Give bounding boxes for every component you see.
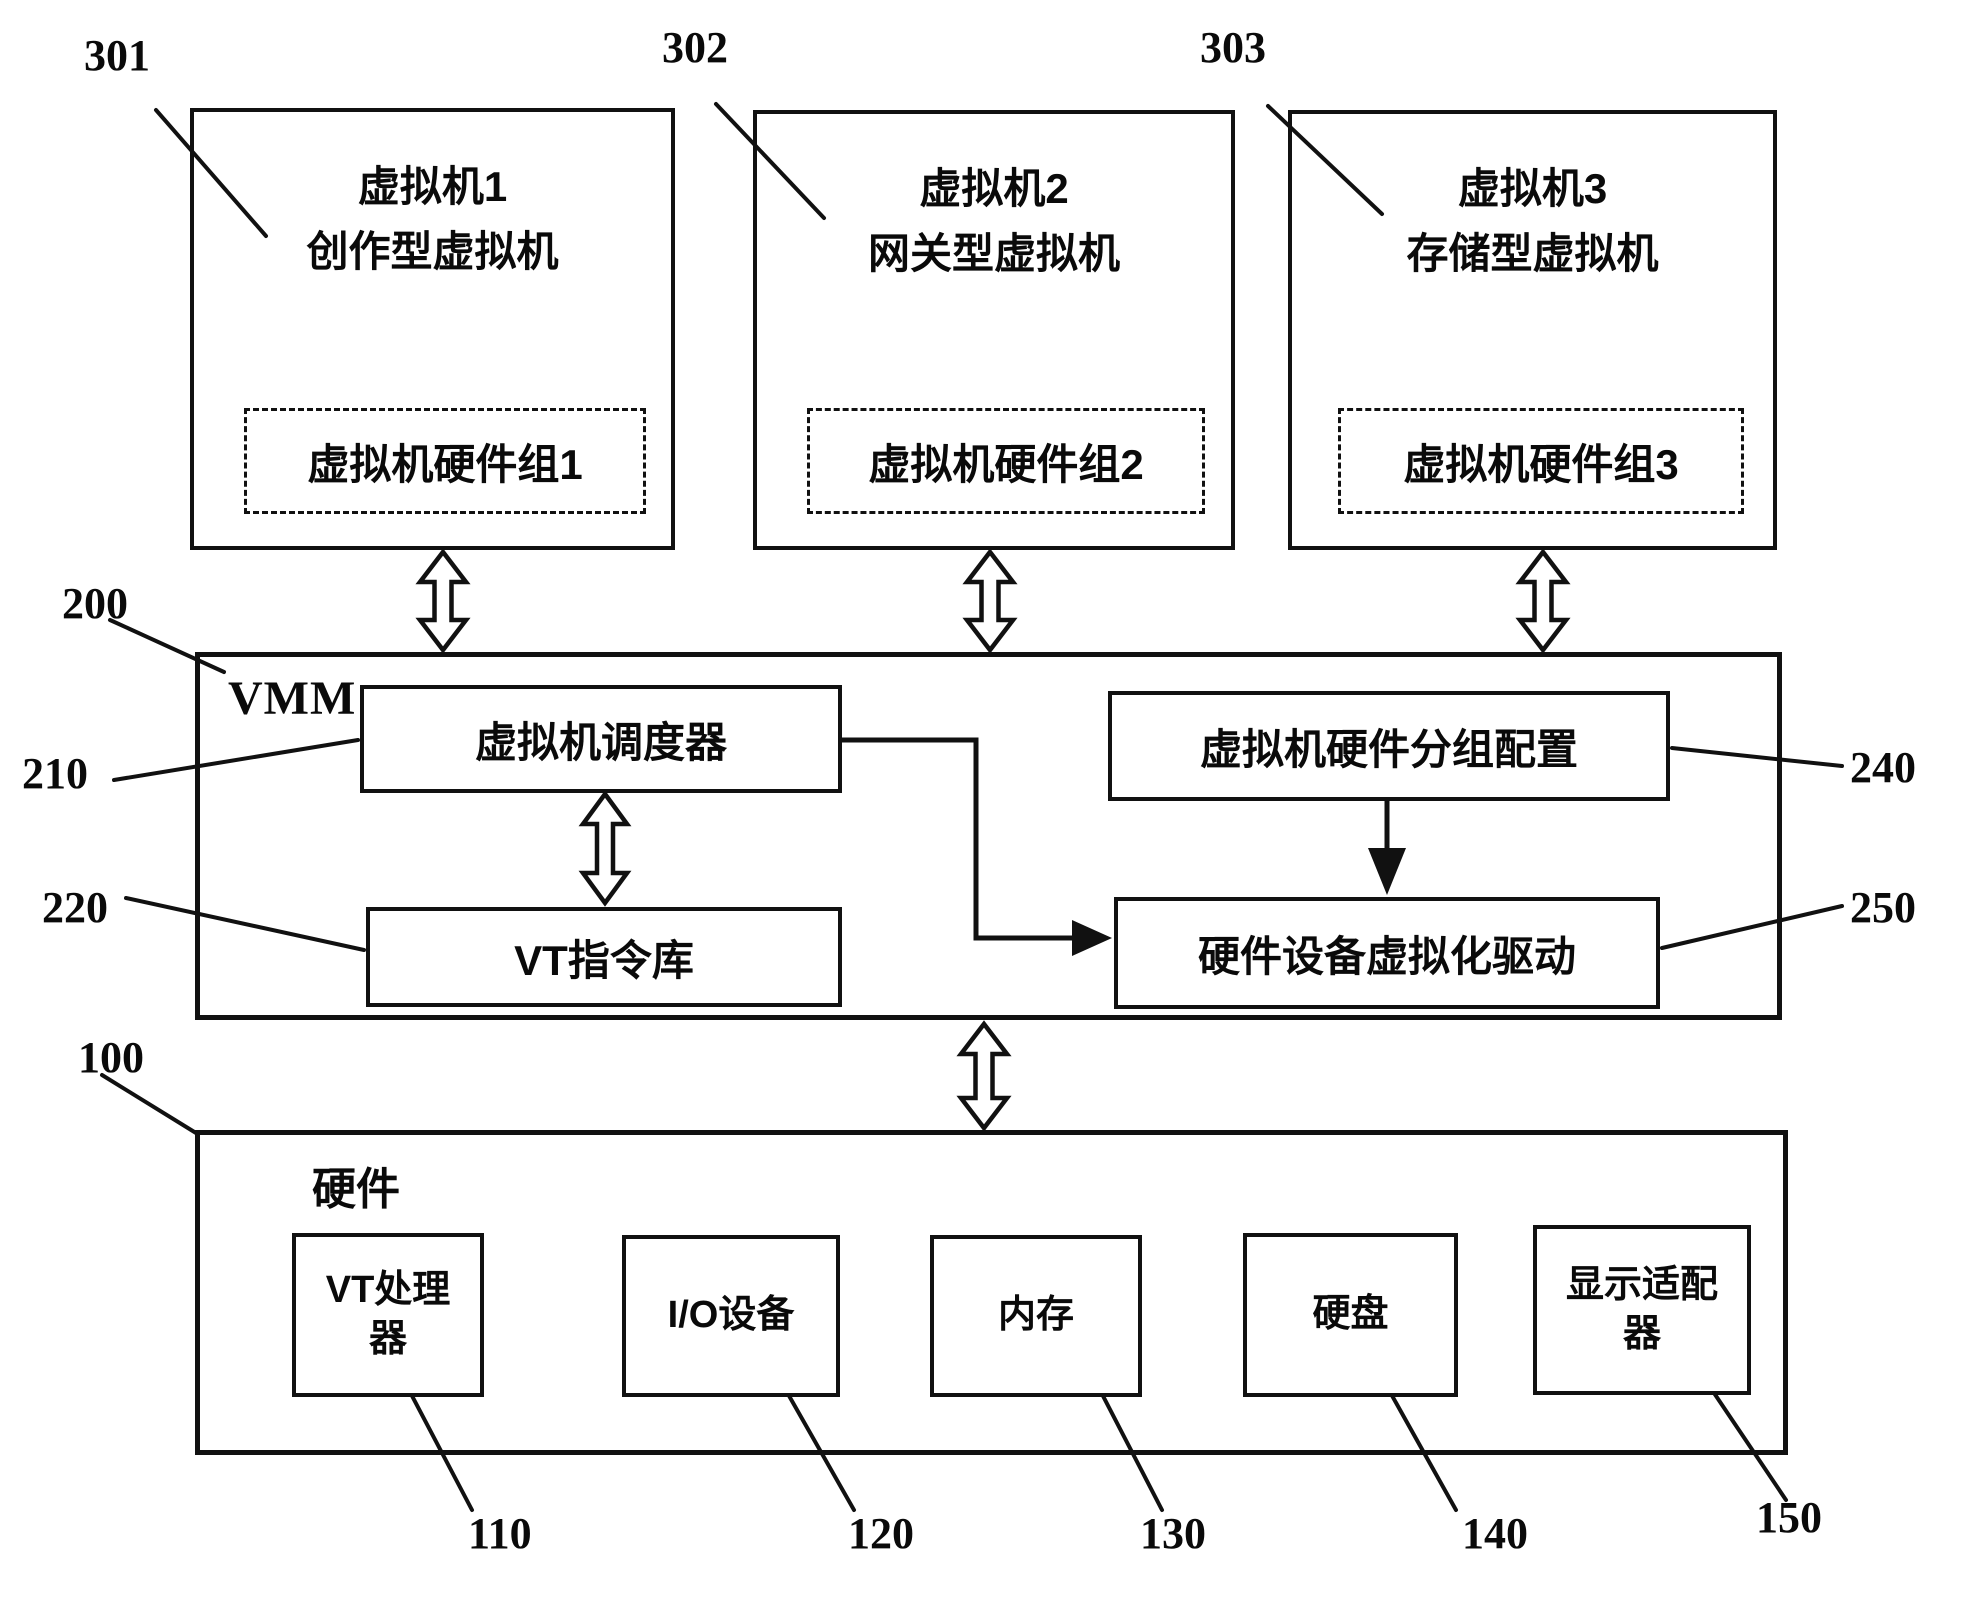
ref-110-label: 110 — [468, 1509, 532, 1558]
vm1-title-line1: 虚拟机1 — [357, 163, 508, 210]
display-adapter-line2: 器 — [1622, 1313, 1661, 1355]
ref-302-leader — [714, 102, 826, 220]
vm3-title: 虚拟机3 存储型虚拟机 — [1292, 156, 1773, 286]
ref-303-label: 303 — [1200, 23, 1266, 72]
ref-303-leader — [1266, 104, 1384, 216]
ref-240-leader — [1670, 746, 1844, 768]
ref-120-label: 120 — [848, 1509, 914, 1558]
vmm-hardware-arrow — [956, 1020, 1012, 1132]
display-adapter-line1: 显示适配 — [1565, 1263, 1718, 1306]
vm2-hardware-group-label: 虚拟机硬件组2 — [868, 440, 1144, 488]
ref-130-label: 130 — [1140, 1509, 1206, 1558]
vm1-hardware-group-label: 虚拟机硬件组1 — [307, 440, 583, 488]
io-device-label: I/O设备 — [667, 1294, 795, 1337]
vm2-title-line1: 虚拟机2 — [919, 165, 1069, 212]
vt-instruction-library-label: VT指令库 — [514, 936, 694, 984]
io-device-box: I/O设备 — [622, 1235, 840, 1397]
ref-200-leader — [108, 618, 226, 674]
vm1-hardware-group-box: 虚拟机硬件组1 — [244, 408, 646, 514]
hw-group-config-box: 虚拟机硬件分组配置 — [1108, 691, 1670, 801]
ref-302-label: 302 — [662, 23, 728, 72]
vmm-label: VMM — [228, 672, 357, 725]
ref-100-leader — [100, 1073, 198, 1135]
memory-label: 内存 — [997, 1294, 1074, 1337]
vm-scheduler-box: 虚拟机调度器 — [360, 685, 842, 793]
vt-processor-line2: 器 — [368, 1318, 407, 1360]
disk-box: 硬盘 — [1243, 1233, 1458, 1397]
vm3-title-line2: 存储型虚拟机 — [1406, 230, 1659, 278]
ref-150-leader — [1710, 1388, 1788, 1502]
ref-140-label: 140 — [1462, 1509, 1528, 1558]
vm3-vmm-arrow — [1515, 548, 1571, 654]
ref-210-leader — [112, 738, 360, 782]
ref-210-label: 210 — [22, 749, 88, 798]
ref-150-label: 150 — [1756, 1493, 1822, 1542]
vm2-vmm-arrow — [962, 548, 1018, 654]
vm1-title-line2: 创作型虚拟机 — [306, 228, 559, 276]
config-driver-arrow — [1368, 800, 1406, 895]
ref-240-label: 240 — [1850, 743, 1916, 792]
ref-250-leader — [1660, 904, 1844, 950]
vm3-title-line1: 虚拟机3 — [1457, 165, 1608, 212]
ref-301-label: 301 — [84, 31, 150, 80]
vt-processor-box: VT处理 器 — [292, 1233, 484, 1397]
vm1-vmm-arrow — [415, 548, 471, 654]
vm1-title: 虚拟机1 创作型虚拟机 — [194, 154, 671, 284]
hw-device-virt-driver-box: 硬件设备虚拟化驱动 — [1114, 897, 1660, 1009]
vm1-box: 虚拟机1 创作型虚拟机 虚拟机硬件组1 — [190, 108, 675, 550]
hardware-box: 硬件 VT处理 器 I/O设备 内存 硬盘 显示适配 器 — [195, 1130, 1788, 1455]
hw-device-virt-driver-label: 硬件设备虚拟化驱动 — [1197, 932, 1576, 980]
vm2-hardware-group-box: 虚拟机硬件组2 — [807, 408, 1205, 514]
ref-220-leader — [124, 896, 366, 952]
ref-100-label: 100 — [78, 1033, 144, 1082]
memory-box: 内存 — [930, 1235, 1142, 1397]
ref-250-label: 250 — [1850, 883, 1916, 932]
vm2-title-line2: 网关型虚拟机 — [867, 230, 1120, 278]
disk-label: 硬盘 — [1312, 1293, 1389, 1336]
ref-220-label: 220 — [42, 883, 108, 932]
vm3-hardware-group-label: 虚拟机硬件组3 — [1403, 440, 1679, 488]
display-adapter-box: 显示适配 器 — [1533, 1225, 1751, 1395]
vm2-box: 虚拟机2 网关型虚拟机 虚拟机硬件组2 — [753, 110, 1235, 550]
vm3-box: 虚拟机3 存储型虚拟机 虚拟机硬件组3 — [1288, 110, 1777, 550]
vm-scheduler-label: 虚拟机调度器 — [474, 718, 727, 766]
vt-instruction-library-box: VT指令库 — [366, 907, 842, 1007]
vt-processor-line1: VT处理 — [325, 1268, 451, 1311]
vm3-hardware-group-box: 虚拟机硬件组3 — [1338, 408, 1744, 514]
scheduler-vtlib-arrow — [578, 790, 632, 907]
vmm-box: VMM 虚拟机调度器 虚拟机硬件分组配置 VT指令库 硬件设备虚拟化驱动 — [195, 652, 1782, 1020]
ref-200-label: 200 — [62, 579, 128, 628]
vm2-title: 虚拟机2 网关型虚拟机 — [757, 156, 1231, 286]
scheduler-driver-connector — [842, 737, 1112, 956]
ref-301-leader — [154, 108, 268, 238]
hardware-label: 硬件 — [312, 1165, 400, 1214]
hw-group-config-label: 虚拟机硬件分组配置 — [1199, 725, 1578, 773]
